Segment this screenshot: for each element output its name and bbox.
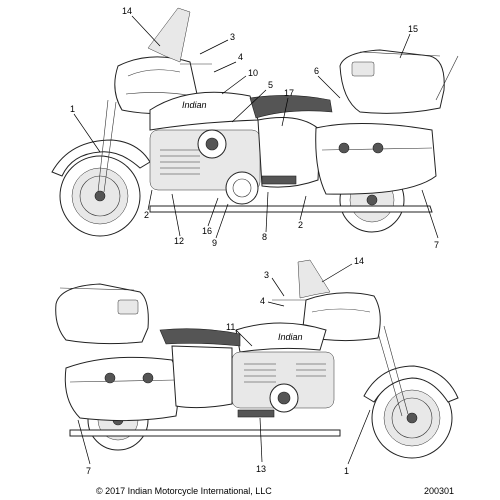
callout-label: 13 [256, 464, 266, 474]
callout-label: 14 [354, 256, 364, 266]
callout-label: 4 [260, 296, 265, 306]
svg-text:Indian: Indian [182, 100, 207, 110]
callout-label: 9 [212, 238, 217, 248]
upper-motorcycle-drawing: Indian [51, 7, 459, 237]
callout-label: 2 [144, 210, 149, 220]
callout-label: 3 [264, 270, 269, 280]
lower-motorcycle-drawing: Indian [55, 259, 459, 459]
callout-label: 14 [122, 6, 132, 16]
callout-label: 17 [284, 88, 294, 98]
callout-label: 7 [86, 466, 91, 476]
callout-label: 1 [344, 466, 349, 476]
callout-label: 3 [230, 32, 235, 42]
callout-label: 6 [314, 66, 319, 76]
callout-label: 15 [408, 24, 418, 34]
callout-label: 12 [174, 236, 184, 246]
svg-text:Indian: Indian [278, 332, 303, 342]
lower-callout-leaders [77, 263, 371, 465]
callout-label: 8 [262, 232, 267, 242]
callout-label: 5 [268, 80, 273, 90]
callout-label: 16 [202, 226, 212, 236]
callout-label: 1 [70, 104, 75, 114]
callout-label: 11 [226, 322, 235, 332]
callout-label: 4 [238, 52, 243, 62]
figure-number: 200301 [424, 486, 455, 496]
callout-label: 10 [248, 68, 258, 78]
callout-label: 2 [298, 220, 303, 230]
lower-callouts: 3 14 4 11 7 13 1 [86, 256, 364, 476]
upper-callout-leaders [73, 15, 439, 239]
upper-callouts: 14 3 15 4 10 6 1 5 17 2 12 16 9 8 2 7 [70, 6, 439, 250]
copyright-notice: © 2017 Indian Motorcycle International, … [96, 486, 272, 496]
callout-label: 7 [434, 240, 439, 250]
